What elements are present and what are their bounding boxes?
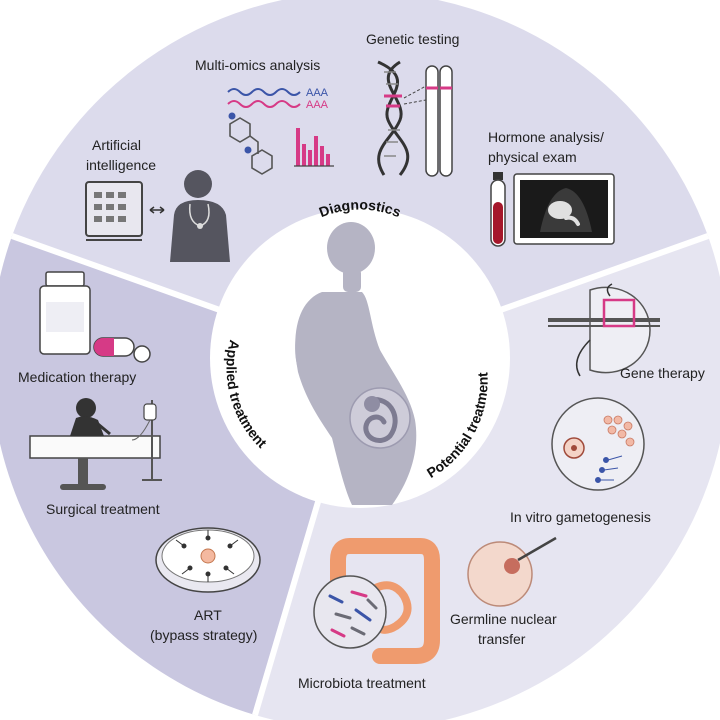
svg-text:AAA: AAA: [306, 87, 329, 99]
label-medication-therapy: Medication therapy: [18, 369, 136, 385]
label-hormone-analysis-2: physical exam: [488, 149, 577, 165]
label-germline-2: transfer: [478, 631, 526, 647]
label-gene-therapy: Gene therapy: [620, 365, 705, 381]
label-genetic-testing: Genetic testing: [366, 31, 459, 47]
label-germline-1: Germline nuclear: [450, 611, 557, 627]
multi-omics-icon: AAA AAA: [227, 87, 334, 175]
label-in-vitro-gametogenesis: In vitro gametogenesis: [510, 509, 651, 525]
label-artificial-intelligence-2: intelligence: [86, 157, 156, 173]
label-artificial-intelligence-1: Artificial: [92, 137, 141, 153]
svg-text:AAA: AAA: [306, 99, 329, 111]
label-surgical-treatment: Surgical treatment: [46, 501, 160, 517]
computer-doctor-icon: [85, 170, 230, 262]
diagnostics-segment: [12, 0, 708, 360]
intestine-microbiota-icon: [313, 538, 440, 664]
surgery-icon: [29, 398, 162, 490]
label-art-1: ART: [194, 607, 222, 623]
medication-icon: [39, 271, 151, 363]
in-vitro-gametogenesis-icon: [551, 397, 645, 491]
label-multi-omics: Multi-omics analysis: [195, 57, 320, 73]
pregnant-woman-silhouette: [295, 222, 417, 505]
fetus-icon: [349, 387, 411, 449]
germline-nuclear-transfer-icon: [467, 536, 557, 607]
blood-tube-ultrasound-icon: [490, 172, 615, 247]
dna-chromosome-icon: [377, 60, 453, 177]
petri-dish-sperm-icon: [155, 527, 261, 593]
label-hormone-analysis-1: Hormone analysis/: [488, 129, 604, 145]
label-art-2: (bypass strategy): [150, 627, 257, 643]
label-microbiota-treatment: Microbiota treatment: [298, 675, 426, 691]
gene-therapy-icon: [548, 283, 660, 377]
